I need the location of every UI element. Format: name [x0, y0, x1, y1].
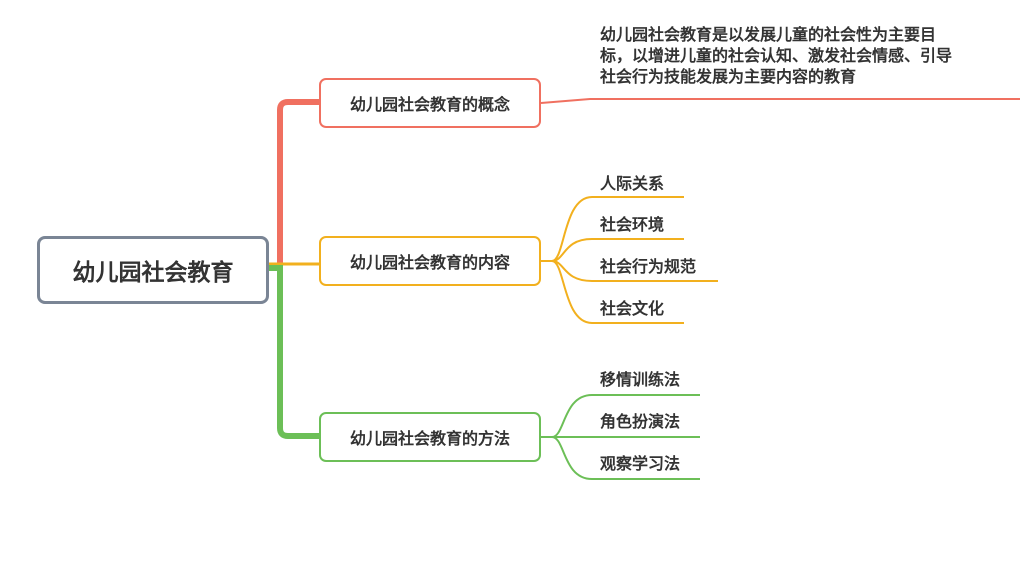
leaf-method-2[interactable]: 角色扮演法 — [600, 412, 681, 431]
branch-concept[interactable]: 幼儿园社会教育的概念 — [319, 78, 541, 128]
branch-content[interactable]: 幼儿园社会教育的内容 — [319, 236, 541, 286]
connector-root-concept — [266, 99, 322, 269]
leaf-content-4[interactable]: 社会文化 — [600, 299, 665, 318]
connector-concept-desc — [540, 98, 1020, 104]
root-node[interactable]: 幼儿园社会教育 — [37, 236, 269, 304]
leaf-content-2[interactable]: 社会环境 — [600, 215, 665, 234]
connector-method-leaf-3 — [541, 436, 700, 480]
concept-description-line: 幼儿园社会教育是以发展儿童的社会性为主要目 — [600, 25, 937, 44]
concept-description[interactable]: 幼儿园社会教育是以发展儿童的社会性为主要目 标，以增进儿童的社会认知、激发社会情… — [600, 24, 952, 87]
leaf-content-1[interactable]: 人际关系 — [600, 174, 665, 193]
branch-method[interactable]: 幼儿园社会教育的方法 — [319, 412, 541, 462]
concept-description-line: 标，以增进儿童的社会认知、激发社会情感、引导 — [600, 46, 953, 65]
concept-description-line: 社会行为技能发展为主要内容的教育 — [600, 67, 857, 86]
leaf-content-3[interactable]: 社会行为规范 — [600, 257, 697, 276]
leaf-method-3[interactable]: 观察学习法 — [600, 454, 681, 473]
connector-content-leaf-4 — [541, 260, 684, 324]
leaf-method-1[interactable]: 移情训练法 — [600, 370, 681, 389]
connector-root-method — [266, 265, 322, 439]
